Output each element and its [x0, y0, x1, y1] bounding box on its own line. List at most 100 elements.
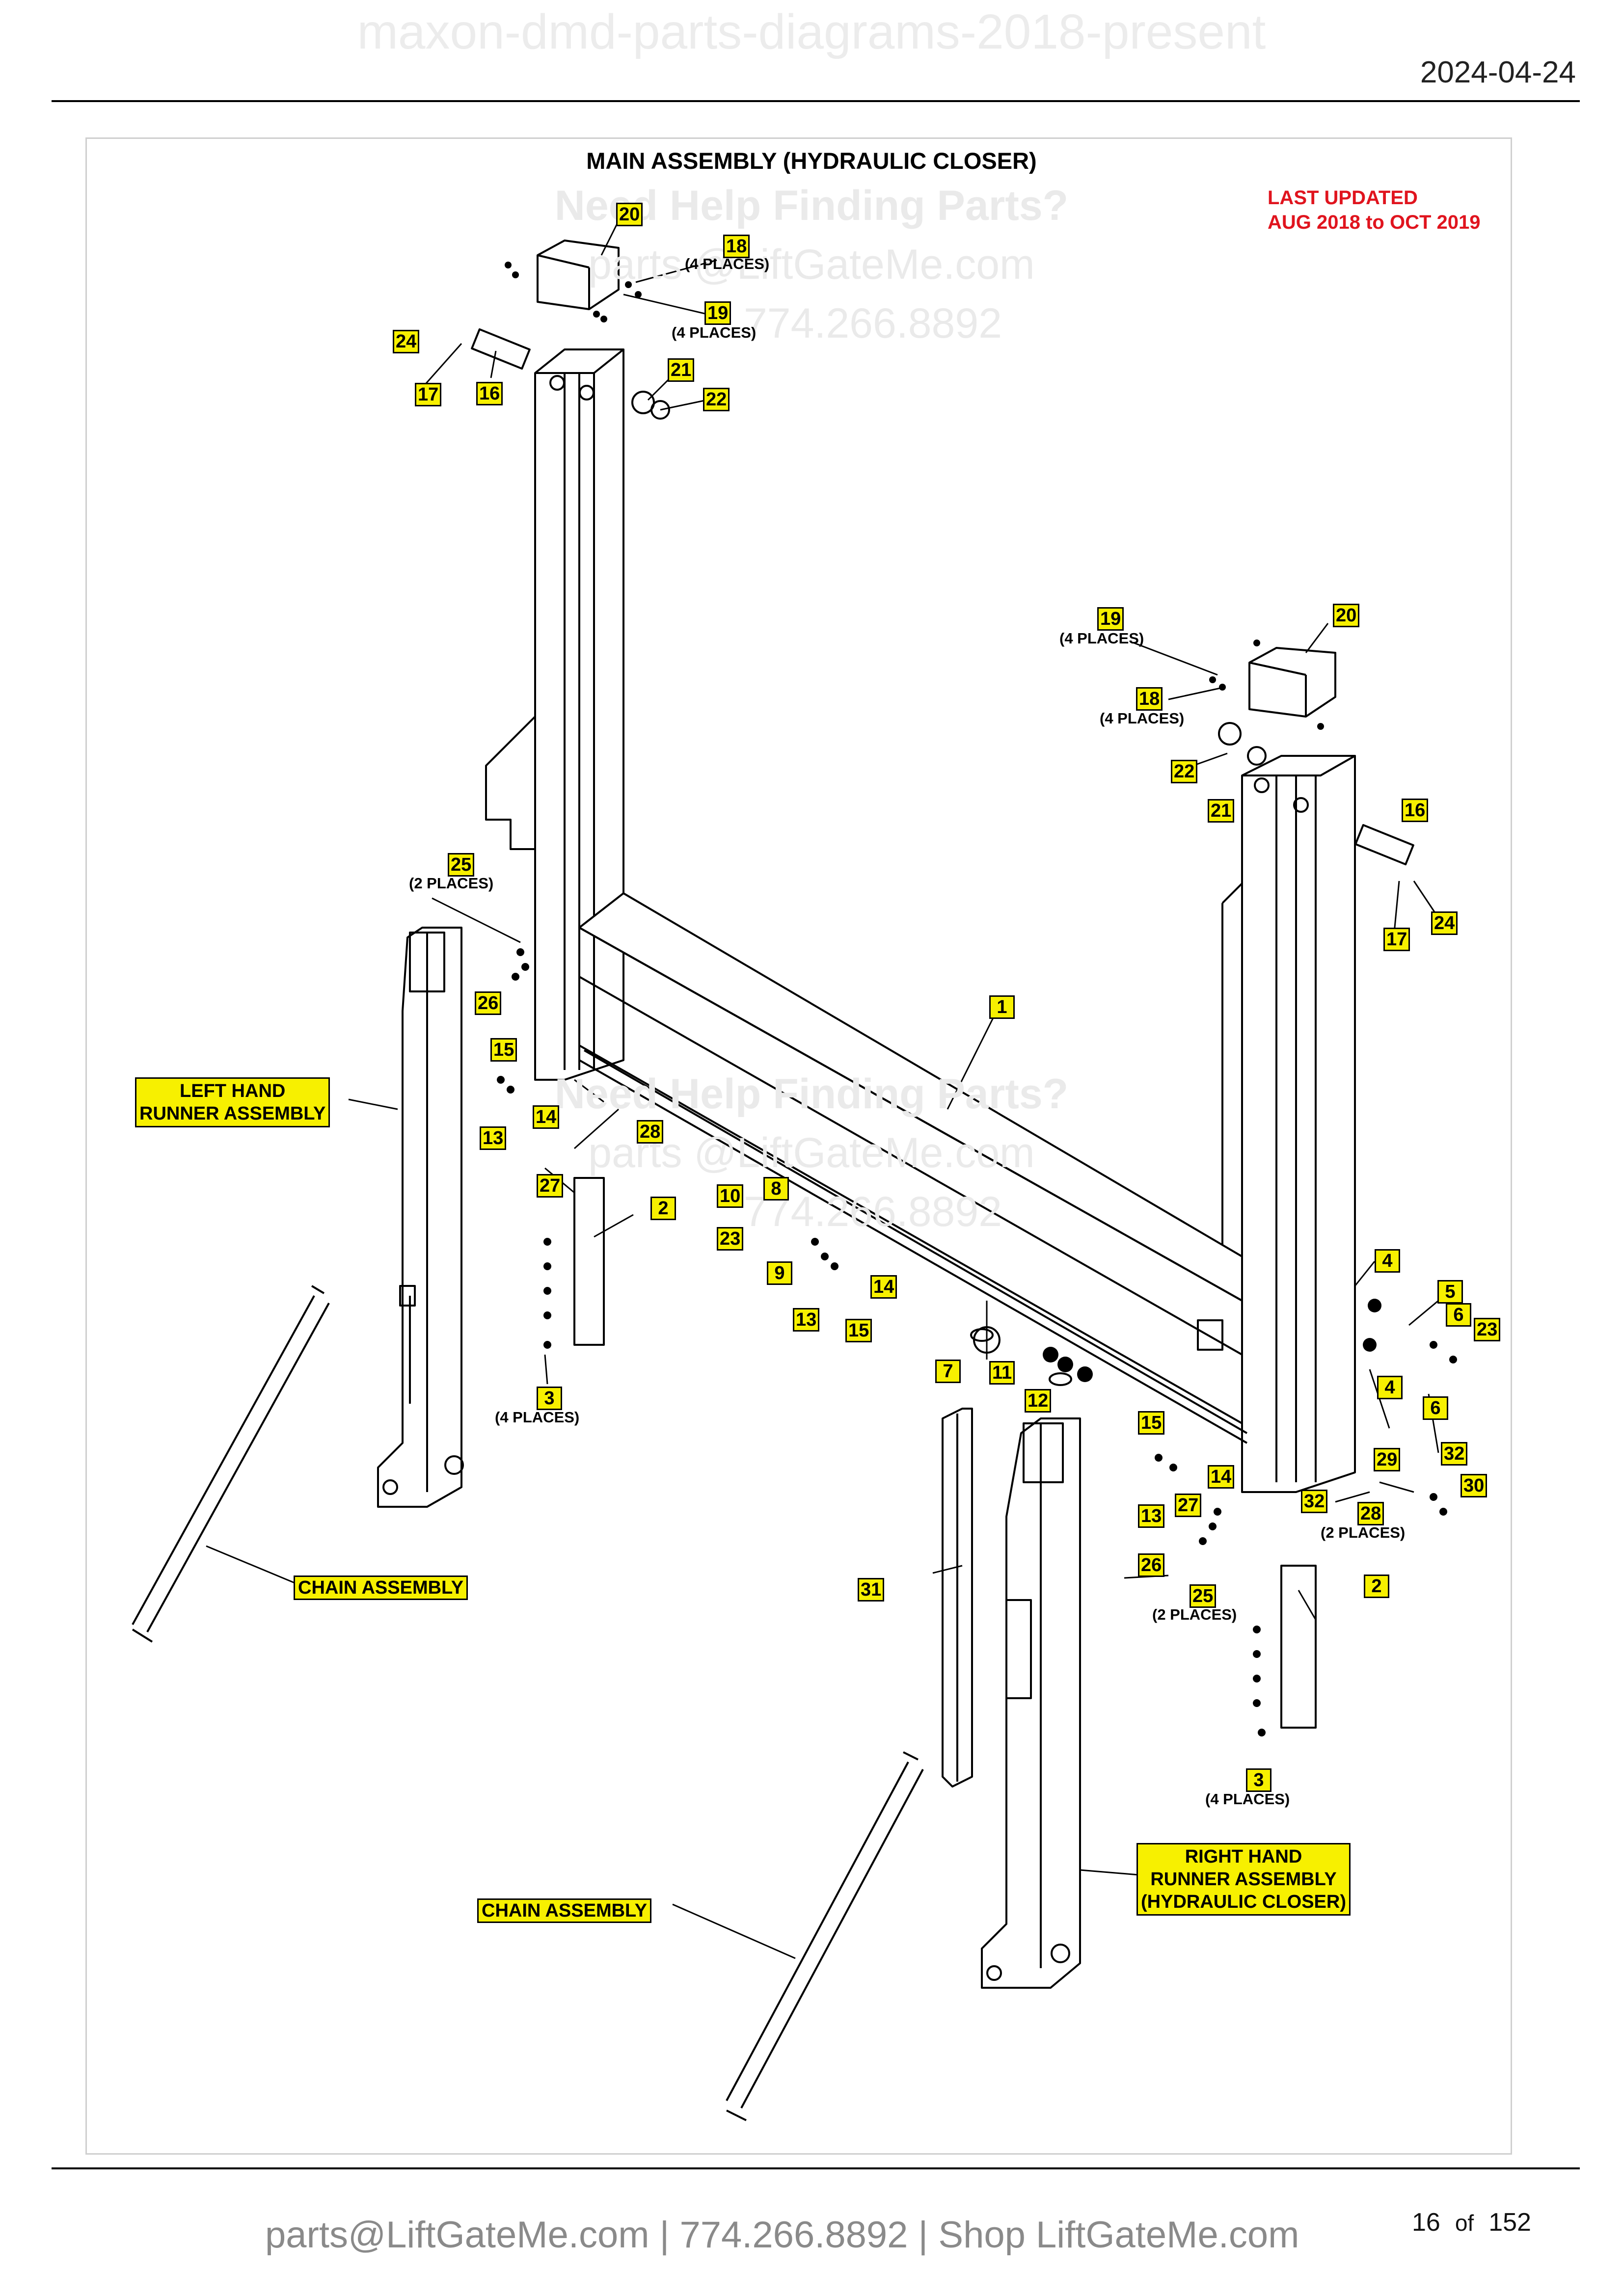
callout-6-top: 6	[1446, 1303, 1471, 1327]
right-runner-drawing	[981, 1417, 1081, 1989]
leader-lines	[206, 220, 1439, 1959]
right-runner-label-line-2: RUNNER ASSEMBLY	[1150, 1869, 1337, 1890]
callout-28-right: 28	[1357, 1502, 1384, 1525]
watermark-phone-mid: 774.266.8892	[743, 1188, 1002, 1235]
callout-18-left: 18	[723, 235, 750, 258]
callout-17-left: 17	[415, 383, 442, 406]
places-18-left: (4 PLACES)	[685, 255, 770, 272]
callout-13-left: 13	[480, 1126, 507, 1150]
callout-20-right: 20	[1333, 604, 1360, 627]
chain-assembly-label-left: CHAIN ASSEMBLY	[294, 1575, 468, 1600]
callout-2-right: 2	[1364, 1575, 1389, 1598]
header-watermark: maxon-dmd-parts-diagrams-2018-present	[357, 4, 1266, 59]
guide-channel-drawing	[942, 1408, 973, 1788]
last-updated-line-2: AUG 2018 to OCT 2019	[1268, 212, 1481, 233]
callout-3-left: 3	[537, 1387, 562, 1410]
callout-11: 11	[989, 1361, 1015, 1385]
right-hand-runner-assembly-label: RIGHT HAND RUNNER ASSEMBLY (HYDRAULIC CL…	[1136, 1843, 1351, 1916]
callout-29: 29	[1374, 1448, 1401, 1471]
callout-25-right: 25	[1190, 1584, 1217, 1608]
document-date: 2024-04-24	[1420, 55, 1576, 89]
right-chain-drawing	[726, 1751, 924, 2121]
callout-16-left: 16	[476, 382, 503, 405]
places-25-left: (2 PLACES)	[409, 875, 494, 892]
places-28-right: (2 PLACES)	[1321, 1524, 1406, 1541]
callout-13-mid: 13	[793, 1308, 820, 1332]
left-upright	[485, 348, 624, 1081]
page-current: 16	[1412, 2208, 1440, 2237]
callout-26-left: 26	[475, 991, 502, 1015]
callout-9: 9	[767, 1261, 792, 1285]
footer-contact: parts@LiftGateMe.com | 774.266.8892 | Sh…	[265, 2214, 1299, 2256]
callout-17-right: 17	[1383, 928, 1410, 951]
watermark-email-mid: parts @LiftGateMe.com	[588, 1129, 1035, 1176]
diagram-frame	[85, 137, 1512, 2155]
hardware-dots	[497, 262, 1457, 1736]
callout-19-right: 19	[1097, 607, 1124, 631]
diagram-title: MAIN ASSEMBLY (HYDRAULIC CLOSER)	[586, 148, 1037, 174]
callout-30: 30	[1461, 1474, 1488, 1497]
page-of: of	[1455, 2210, 1474, 2236]
parts-diagram-drawing	[132, 220, 1457, 2121]
page-total: 152	[1488, 2208, 1531, 2237]
callout-21-left: 21	[668, 358, 695, 382]
callout-27-right: 27	[1175, 1494, 1202, 1517]
callout-23-right: 23	[1474, 1318, 1501, 1341]
callout-15-left: 15	[490, 1038, 517, 1062]
watermark-help-mid: Need Help Finding Parts?	[554, 1070, 1069, 1118]
left-runner-label-line-1: LEFT HAND	[180, 1081, 286, 1101]
callout-1: 1	[989, 995, 1015, 1019]
callout-27-left: 27	[537, 1174, 564, 1198]
last-updated-note: LAST UPDATED AUG 2018 to OCT 2019	[1268, 186, 1481, 235]
callout-3-right: 3	[1246, 1768, 1271, 1792]
callout-20-left: 20	[616, 203, 643, 226]
callout-2-left: 2	[650, 1197, 676, 1220]
callout-22-right: 22	[1171, 760, 1198, 783]
places-19-right: (4 PLACES)	[1059, 630, 1144, 647]
callout-21-right: 21	[1208, 799, 1235, 823]
callout-4-top: 4	[1375, 1249, 1400, 1273]
callout-23-left: 23	[717, 1227, 744, 1251]
places-3-left: (4 PLACES)	[495, 1409, 580, 1426]
callout-26-right: 26	[1138, 1553, 1165, 1577]
left-mount-plate	[573, 1177, 605, 1346]
callout-24-right: 24	[1431, 911, 1458, 935]
left-hand-runner-assembly-label: LEFT HAND RUNNER ASSEMBLY	[135, 1077, 330, 1127]
callout-14-right: 14	[1208, 1465, 1235, 1489]
callout-28-left: 28	[637, 1120, 664, 1144]
callout-31: 31	[858, 1578, 885, 1602]
callout-18-right: 18	[1136, 687, 1163, 711]
top-caps	[471, 240, 1414, 1354]
right-runner-label-line-1: RIGHT HAND	[1185, 1846, 1302, 1867]
callout-15-right: 15	[1138, 1411, 1165, 1435]
callout-8: 8	[763, 1177, 789, 1201]
page-number: 16 of 152	[1412, 2208, 1531, 2237]
watermark-phone-top: 774.266.8892	[743, 300, 1002, 347]
callout-16-right: 16	[1402, 799, 1429, 822]
footer-divider	[52, 2167, 1580, 2169]
watermark-email-top: parts @LiftGateMe.com	[588, 241, 1035, 288]
callout-19-left: 19	[704, 301, 731, 325]
callout-32-bottom: 32	[1301, 1490, 1328, 1513]
callout-25-left: 25	[448, 853, 475, 877]
callout-12: 12	[1025, 1389, 1052, 1413]
callout-32-top: 32	[1441, 1442, 1468, 1466]
callout-14-mid: 14	[870, 1275, 897, 1299]
right-mount-plate	[1280, 1565, 1317, 1729]
right-runner-label-line-3: (HYDRAULIC CLOSER)	[1141, 1892, 1346, 1912]
cross-beam	[578, 892, 1248, 1444]
left-runner-label-line-2: RUNNER ASSEMBLY	[139, 1103, 326, 1124]
left-runner-drawing	[377, 927, 464, 1508]
callout-15-mid: 15	[845, 1319, 872, 1342]
chain-assembly-label-right: CHAIN ASSEMBLY	[477, 1898, 652, 1923]
callout-24-left: 24	[393, 330, 420, 353]
right-upright	[1221, 755, 1356, 1493]
places-19-left: (4 PLACES)	[672, 324, 757, 341]
callout-13-right: 13	[1138, 1504, 1165, 1528]
callout-10: 10	[717, 1184, 744, 1208]
left-chain-drawing	[132, 1285, 330, 1643]
callout-22-left: 22	[703, 388, 730, 411]
places-3-right: (4 PLACES)	[1205, 1790, 1290, 1808]
last-updated-line-1: LAST UPDATED	[1268, 187, 1418, 209]
header-divider	[52, 100, 1580, 102]
